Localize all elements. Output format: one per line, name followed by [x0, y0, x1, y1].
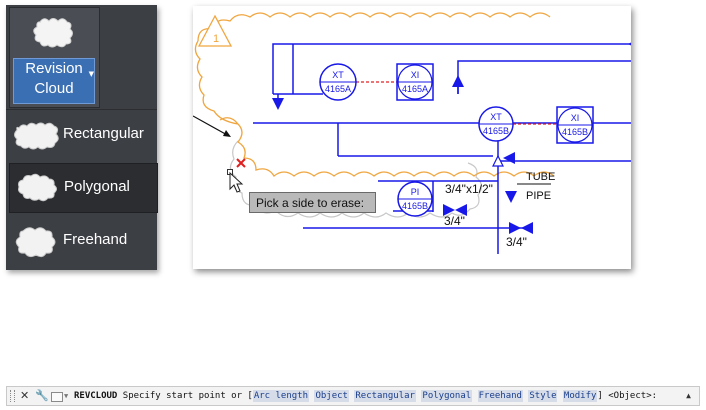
valve-icon: [521, 222, 533, 234]
orange-revision-cloud: [194, 12, 555, 177]
valve-icon: [443, 204, 455, 216]
command-prompt-icon[interactable]: [51, 392, 63, 402]
instrument-number: 4165A: [325, 84, 351, 94]
pipe-size-label: 3/4": [506, 235, 527, 249]
revision-cloud-button[interactable]: Revision Cloud ▼: [9, 7, 100, 108]
command-prompt: Specify start point or [: [122, 391, 253, 401]
revision-tag-number: 1: [213, 33, 219, 45]
drag-grip-icon[interactable]: [10, 390, 15, 402]
menu-item-polygonal[interactable]: Polygonal: [9, 163, 158, 213]
instrument-tag: XT: [332, 70, 344, 80]
revision-cloud-label: Revision Cloud: [13, 58, 95, 104]
menu-item-freehand[interactable]: Freehand: [9, 217, 156, 265]
pipe-label: PIPE: [526, 190, 551, 202]
instrument-number: 4165A: [402, 84, 428, 94]
option-rectangular[interactable]: Rectangular: [354, 390, 416, 402]
rect-cloud-icon: [14, 122, 59, 150]
menu-item-label: Rectangular: [63, 125, 144, 142]
instrument-number: 4165B: [562, 127, 588, 137]
menu-item-label: Polygonal: [64, 178, 130, 195]
valve-icon: [455, 204, 467, 216]
customize-wrench-icon[interactable]: 🔧: [35, 389, 49, 402]
check-valve-icon: [503, 152, 515, 164]
revision-cloud-label-line2: Cloud: [34, 80, 74, 97]
option-modify[interactable]: Modify: [562, 390, 598, 402]
option-object[interactable]: Object: [314, 390, 349, 402]
option-freehand[interactable]: Freehand: [477, 390, 523, 402]
valve-icon: [509, 222, 521, 234]
command-suffix: ] <Object>:: [597, 391, 658, 401]
command-line[interactable]: ✕ 🔧 ▼ REVCLOUD Specify start point or [A…: [6, 386, 700, 406]
command-name: REVCLOUD: [74, 391, 118, 401]
freehand-cloud-icon: [15, 227, 56, 258]
option-style[interactable]: Style: [528, 390, 558, 402]
revision-cloud-icon: [33, 18, 73, 48]
chevron-down-icon[interactable]: ▼: [64, 392, 69, 400]
instrument-tag: XT: [490, 112, 502, 122]
polygon-cloud-icon: [18, 173, 57, 202]
grey-revision-cloud: [229, 140, 483, 218]
command-tooltip: Pick a side to erase:: [249, 192, 376, 213]
instrument-tag: PI: [411, 187, 420, 197]
reducer-icon: [492, 154, 504, 167]
revision-triangle-icon: [197, 14, 233, 47]
instrument-tag: XI: [571, 113, 580, 123]
option-arc-length[interactable]: Arc length: [252, 390, 310, 402]
dropdown-caret-icon[interactable]: ▼: [88, 70, 94, 78]
p-and-id-drawing: 1 XT 4165A XI: [193, 12, 631, 254]
close-icon[interactable]: ✕: [20, 389, 30, 402]
revision-cloud-panel: Revision Cloud ▼ Rectangular Polygonal F…: [6, 5, 158, 270]
pipe-size-label: 3/4": [444, 214, 465, 228]
instrument-tag: XI: [411, 70, 420, 80]
history-up-icon[interactable]: ▲: [686, 391, 691, 400]
menu-item-label: Freehand: [63, 231, 128, 248]
option-polygonal[interactable]: Polygonal: [421, 390, 473, 402]
menu-item-rectangular[interactable]: Rectangular: [9, 111, 156, 159]
instrument-number: 4165B: [402, 201, 428, 211]
process-lines: [253, 38, 631, 254]
reducer-size-label: 3/4"x1/2": [445, 182, 493, 196]
erase-marker-icon: [236, 158, 246, 168]
tube-label: TUBE: [526, 171, 555, 183]
instrument-number: 4165B: [483, 126, 509, 136]
revision-cloud-label-line1: Revision: [25, 60, 83, 77]
command-prompt-text: REVCLOUD Specify start point or [Arc len…: [74, 387, 657, 405]
pointer-cursor-icon: [227, 169, 244, 193]
panel-divider: [6, 109, 157, 110]
drawing-canvas[interactable]: 1 XT 4165A XI: [193, 6, 631, 269]
